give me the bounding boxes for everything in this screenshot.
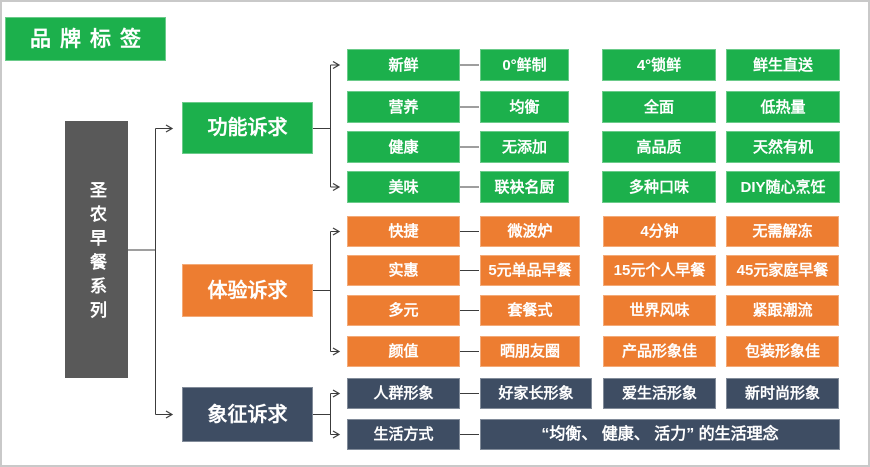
func-r0-keyword: 新鲜 <box>347 49 460 81</box>
root-node: 圣农早餐系列 <box>65 121 128 378</box>
exp-r2-value1: 套餐式 <box>480 295 580 326</box>
func-r3-value3: DIY随心烹饪 <box>726 171 840 203</box>
branch-functional: 功能诉求 <box>182 102 313 154</box>
func-r2-keyword: 健康 <box>347 131 460 163</box>
exp-r1-keyword: 实惠 <box>347 255 460 286</box>
exp-r1-value2: 15元个人早餐 <box>603 255 716 286</box>
exp-r1-value3: 45元家庭早餐 <box>726 255 839 286</box>
sym-r1-life-concept: “均衡、 健康、 活力” 的生活理念 <box>480 419 840 450</box>
func-r2-value2: 高品质 <box>602 131 716 163</box>
func-r2-value1: 无添加 <box>480 131 569 163</box>
func-r1-value2: 全面 <box>602 91 716 123</box>
exp-r3-value3: 包装形象佳 <box>726 336 839 367</box>
func-r2-value3: 天然有机 <box>726 131 840 163</box>
exp-r2-value2: 世界风味 <box>603 295 716 326</box>
func-r1-value3: 低热量 <box>726 91 840 123</box>
func-r0-value2: 4°锁鲜 <box>602 49 716 81</box>
func-r0-value3: 鲜生直送 <box>726 49 840 81</box>
branch-experience: 体验诉求 <box>182 264 313 317</box>
sym-r0-value2: 爱生活形象 <box>603 378 716 409</box>
exp-r0-keyword: 快捷 <box>347 216 460 247</box>
sym-r0-keyword: 人群形象 <box>347 378 460 409</box>
exp-r0-value2: 4分钟 <box>603 216 716 247</box>
exp-r3-keyword: 颜值 <box>347 336 460 367</box>
func-r3-value1: 联袂名厨 <box>480 171 569 203</box>
exp-r0-value3: 无需解冻 <box>726 216 839 247</box>
title-badge: 品牌标签 <box>5 17 166 61</box>
func-r0-value1: 0°鲜制 <box>480 49 569 81</box>
exp-r3-value2: 产品形象佳 <box>603 336 716 367</box>
branch-symbolic: 象征诉求 <box>182 387 313 442</box>
exp-r2-keyword: 多元 <box>347 295 460 326</box>
sym-r0-value3: 新时尚形象 <box>726 378 839 409</box>
func-r3-value2: 多种口味 <box>602 171 716 203</box>
func-r3-keyword: 美味 <box>347 171 460 203</box>
func-r1-keyword: 营养 <box>347 91 460 123</box>
exp-r2-value3: 紧跟潮流 <box>726 295 839 326</box>
sym-r1-keyword: 生活方式 <box>347 419 460 450</box>
sym-r0-value1: 好家长形象 <box>480 378 592 409</box>
exp-r3-value1: 晒朋友圈 <box>480 336 580 367</box>
exp-r0-value1: 微波炉 <box>480 216 580 247</box>
func-r1-value1: 均衡 <box>480 91 569 123</box>
exp-r1-value1: 5元单品早餐 <box>480 255 580 286</box>
